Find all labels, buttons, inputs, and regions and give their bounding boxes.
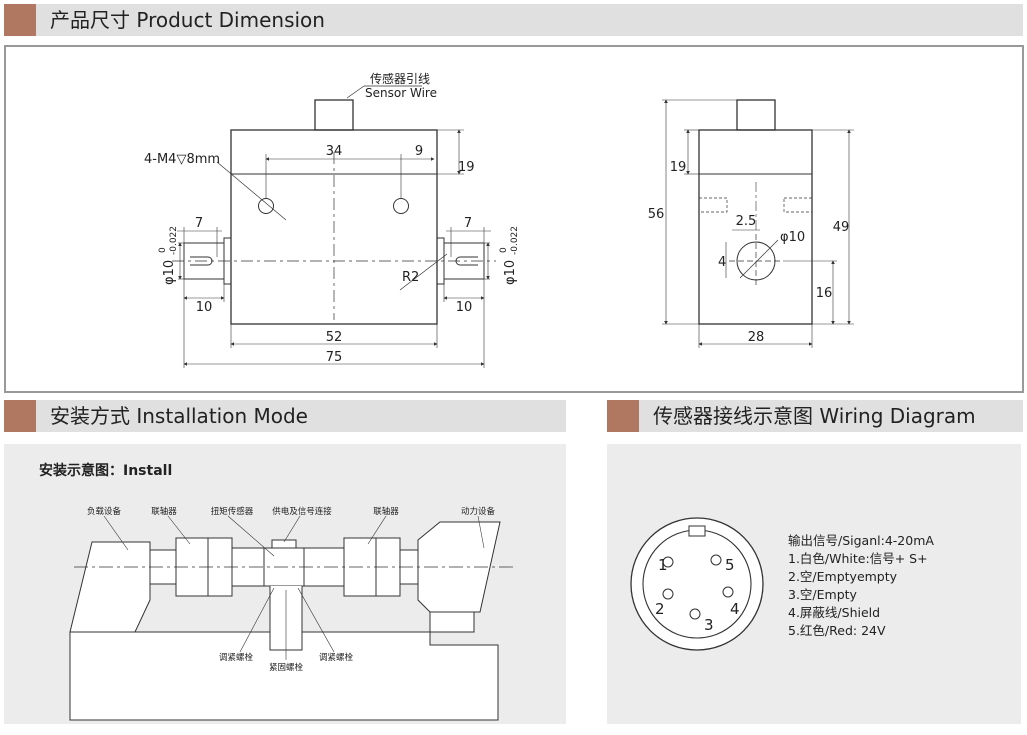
label-torque-sensor: 扭矩传感器 [211, 506, 254, 517]
installation-header: 安装方式 Installation Mode [4, 400, 566, 432]
sensor-wire-en: Sensor Wire [365, 86, 437, 100]
wiring-header: 传感器接线示意图 Wiring Diagram [607, 400, 1023, 432]
installation-drawing: 负载设备 联轴器 扭矩传感器 供电及信号连接 联轴器 动力设备 调紧螺栓 紧固螺… [69, 506, 516, 721]
sensor-wire-cn: 传感器引线 [370, 71, 430, 86]
dim-19-side: 19 [670, 160, 687, 175]
dim-52: 52 [326, 330, 343, 345]
wiring-line: 3.空/Empty [788, 587, 857, 602]
connector-diagram: 1 2 3 4 5 [630, 517, 764, 651]
pin-4: 4 [730, 600, 740, 618]
shaft-zero-right: 0 [499, 247, 509, 253]
dim-phi10-side: φ10 [780, 230, 805, 245]
label-adjust-bolt-right: 调紧螺栓 [319, 652, 354, 663]
dim-7-left: 7 [195, 216, 203, 231]
pin-1: 1 [658, 556, 668, 574]
label-power-signal: 供电及信号连接 [272, 506, 332, 517]
dimension-title: 产品尺寸 Product Dimension [50, 8, 325, 32]
wiring-legend: 输出信号/Siganl:4-20mA 1.白色/White:信号+ S+ 2.空… [788, 532, 934, 640]
dim-49: 49 [833, 220, 850, 235]
label-power-device: 动力设备 [461, 506, 496, 517]
wiring-panel: 1 2 3 4 5 [607, 444, 1021, 724]
installation-title: 安装方式 Installation Mode [50, 404, 308, 428]
wiring-line: 4.屏蔽线/Shield [788, 605, 881, 620]
dim-9: 9 [415, 144, 423, 159]
header-accent [4, 400, 36, 432]
shaft-dia-right: φ10 [503, 260, 518, 285]
dim-10-left: 10 [196, 300, 213, 315]
r2-label: R2 [402, 270, 419, 285]
dim-34: 34 [326, 144, 343, 159]
pin-2: 2 [655, 600, 665, 618]
dim-28: 28 [748, 330, 765, 345]
dim-7-right: 7 [464, 216, 472, 231]
pin-3: 3 [704, 616, 714, 634]
dim-4: 4 [718, 255, 726, 270]
label-load-device: 负载设备 [87, 506, 122, 517]
label-coupling-left: 联轴器 [151, 506, 177, 517]
label-adjust-bolt-left: 调紧螺栓 [219, 652, 254, 663]
dim-56: 56 [648, 207, 665, 222]
wiring-line: 5.红色/Red: 24V [788, 623, 886, 638]
header-accent [607, 400, 639, 432]
dim-75: 75 [326, 350, 343, 365]
dim-2-5: 2.5 [736, 214, 757, 229]
wiring-line: 1.白色/White:信号+ S+ [788, 551, 928, 566]
wiring-line: 2.空/Emptyempty [788, 569, 898, 584]
dimension-drawing: 传感器引线 Sensor Wire 4-M4▽8mm 34 9 19 7 7 R… [144, 71, 854, 368]
dim-16: 16 [816, 286, 833, 301]
label-coupling-right: 联轴器 [373, 506, 399, 517]
dimension-panel: 传感器引线 Sensor Wire 4-M4▽8mm 34 9 19 7 7 R… [4, 45, 1024, 393]
dim-19-front: 19 [458, 160, 475, 175]
shaft-tol-right: -0.022 [510, 226, 520, 255]
wiring-title: 传感器接线示意图 Wiring Diagram [653, 404, 976, 428]
dimension-header: 产品尺寸 Product Dimension [4, 4, 1023, 36]
dim-10-right: 10 [456, 300, 473, 315]
label-tighten-bolt: 紧固螺栓 [269, 662, 304, 673]
thread-label: 4-M4▽8mm [144, 152, 220, 167]
installation-panel: 安装示意图：Install [4, 444, 566, 724]
shaft-tol-left: -0.022 [169, 226, 179, 255]
shaft-zero-left: 0 [158, 247, 168, 253]
pin-5: 5 [725, 556, 735, 574]
shaft-dia-left: φ10 [162, 260, 177, 285]
wiring-line: 输出信号/Siganl:4-20mA [788, 533, 934, 548]
install-subtitle: 安装示意图：Install [39, 463, 173, 479]
header-accent [4, 4, 36, 36]
